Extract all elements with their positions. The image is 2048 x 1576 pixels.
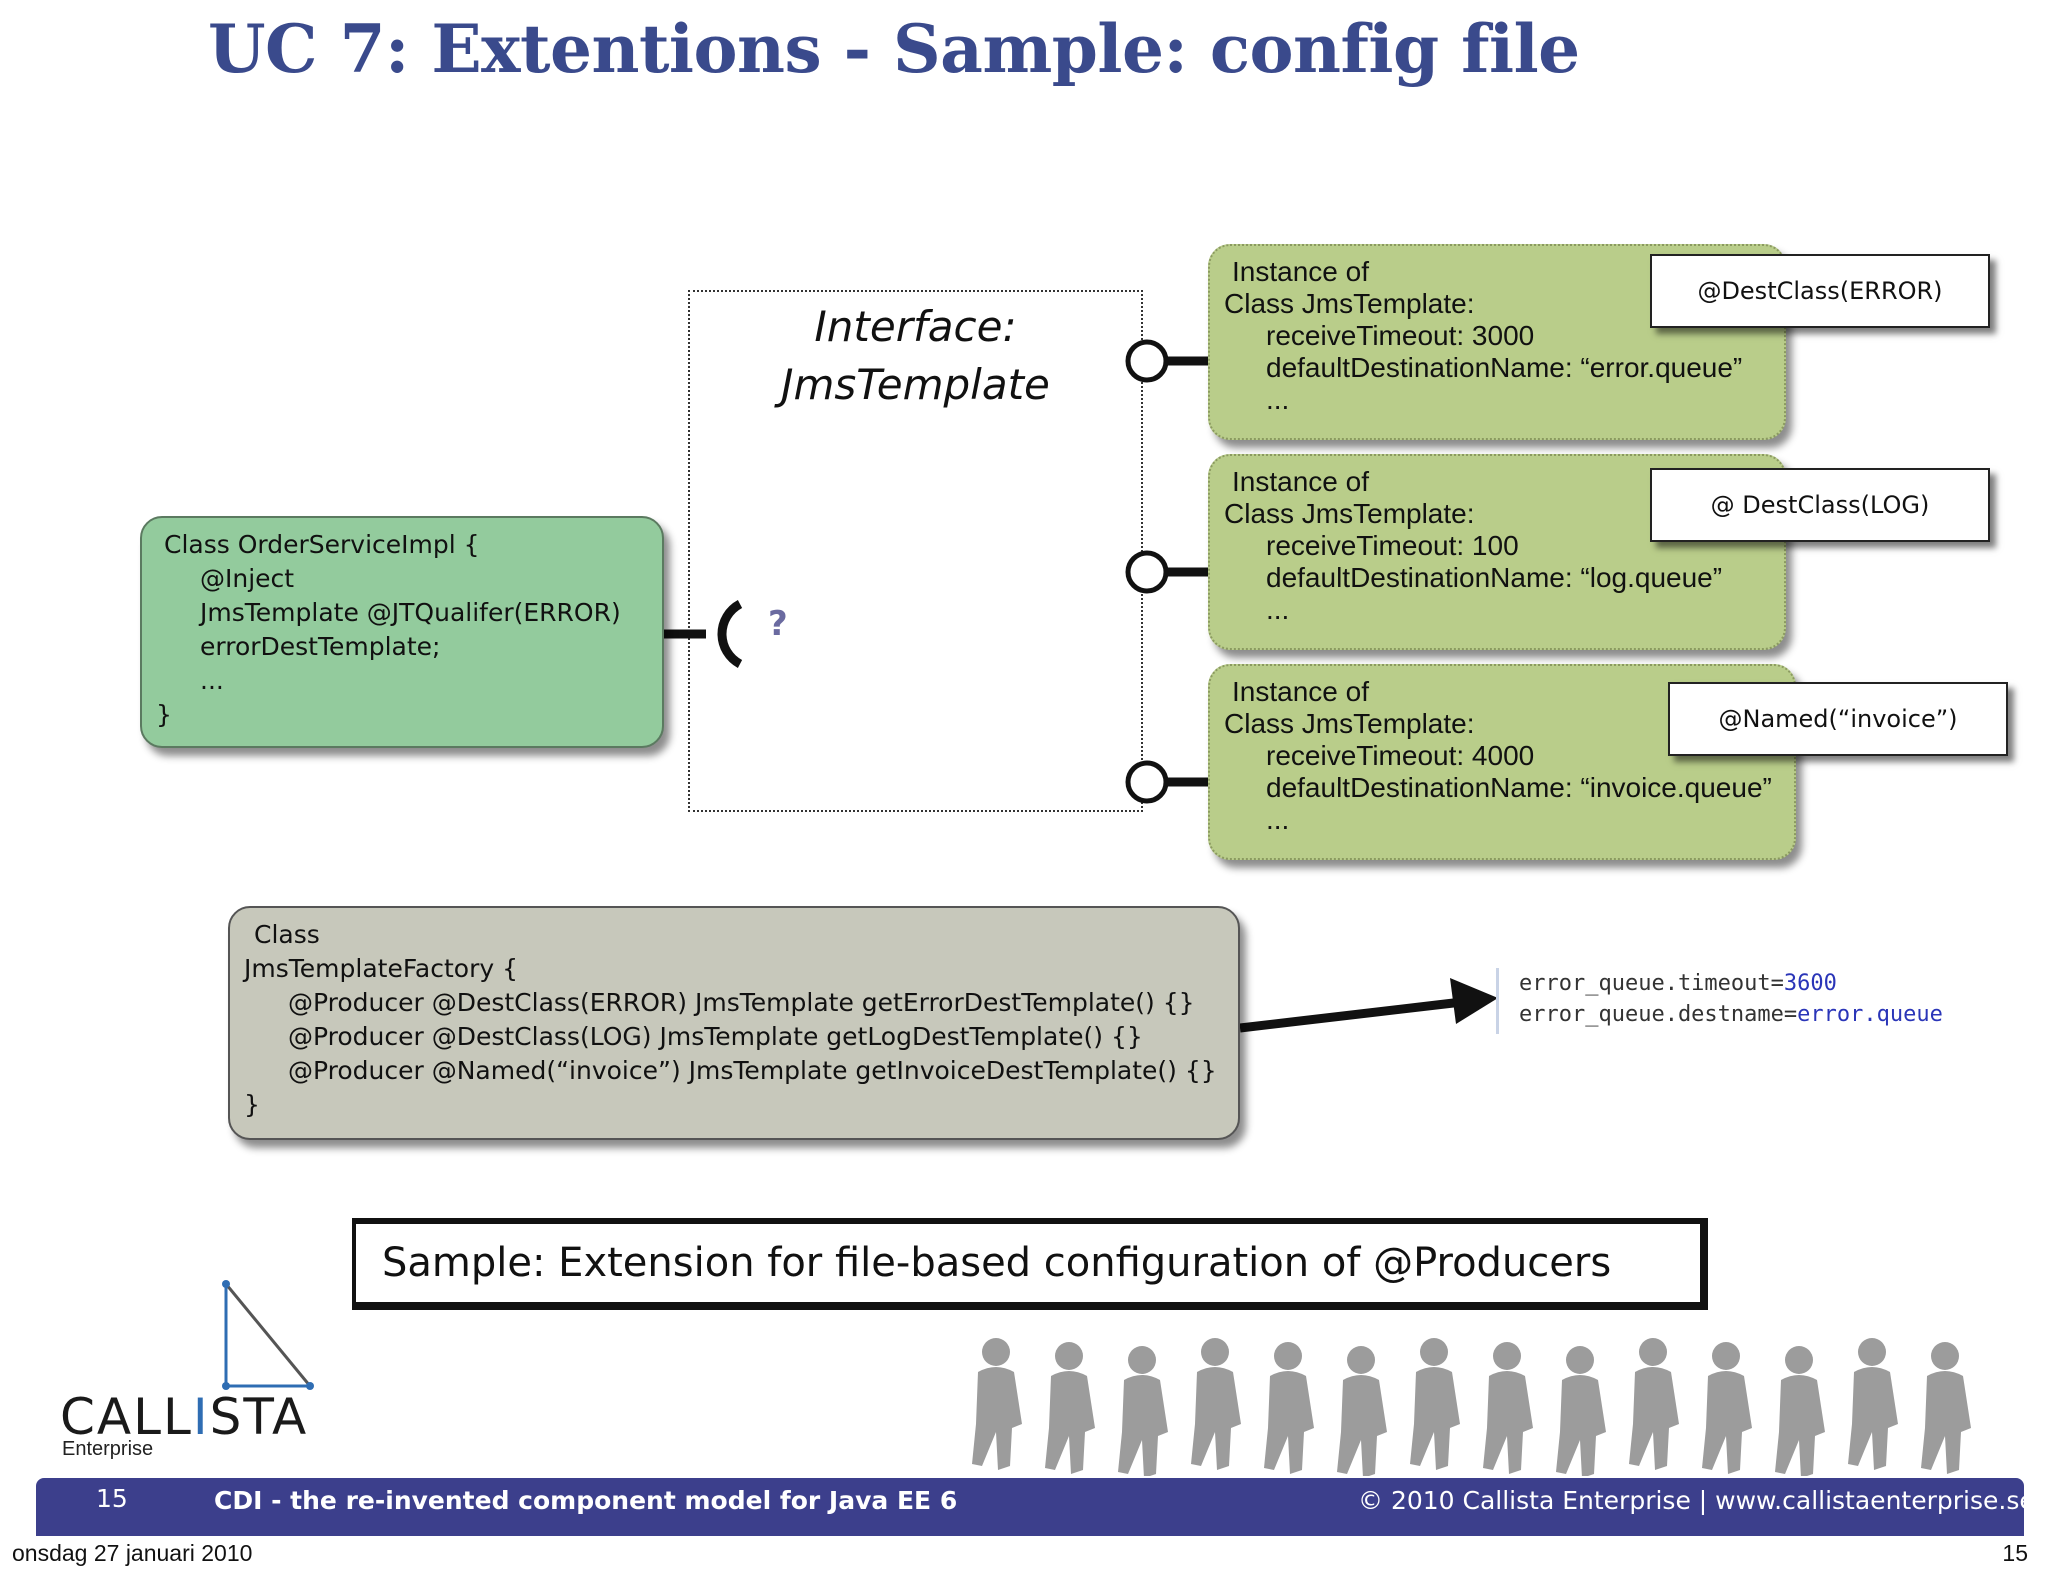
instance-line: ... [1266,804,1290,835]
sample-caption-box: Sample: Extension for file-based configu… [352,1218,1708,1310]
footer-copyright: © 2010 Callista Enterprise | www.callist… [1358,1486,2035,1515]
slide-page-number: 15 [2002,1540,2028,1566]
footer-bar [36,1478,2024,1536]
logo-wordmark: CALLISTA [60,1388,308,1446]
instance-line: ... [1266,384,1290,415]
people-silhouettes-image [972,1338,1971,1476]
silhouette-figure [1337,1346,1387,1476]
instance-line: Instance of [1232,256,1369,287]
factory-line: Class [254,920,320,949]
silhouette-figure [1118,1346,1168,1476]
config-key: error_queue.destname= [1519,1002,1798,1027]
silhouette-figure [1191,1338,1241,1470]
silhouette-figure [1556,1346,1606,1476]
instance-line: Class JmsTemplate: [1224,498,1475,529]
instance-line: receiveTimeout: 100 [1266,530,1519,561]
config-line-timeout: error_queue.timeout=3600 [1519,968,2016,999]
slide-title: UC 7: Extentions - Sample: config file [208,10,1580,88]
arrow-line [1239,997,1463,1033]
silhouette-figure [1775,1346,1825,1476]
instance-line: ... [1266,594,1290,625]
silhouette-figure [1629,1338,1679,1470]
silhouette-figure [1045,1342,1095,1474]
config-line-destname: error_queue.destname=error.queue [1519,999,2016,1030]
instance-line: receiveTimeout: 4000 [1266,740,1535,771]
config-file-snippet: error_queue.timeout=3600 error_queue.des… [1496,968,2016,1034]
silhouette-figure [1483,1342,1533,1474]
order-service-line: errorDestTemplate; [200,632,441,661]
instance-line: Instance of [1232,676,1369,707]
factory-line: } [244,1090,260,1119]
silhouette-figure [1702,1342,1752,1474]
instance-line: defaultDestinationName: “invoice.queue” [1266,772,1772,803]
silhouette-figure [1410,1338,1460,1470]
lollipop-icon-3 [1125,760,1212,804]
arrow-head-icon [1450,978,1498,1024]
instance-line: Class JmsTemplate: [1224,708,1475,739]
order-service-line: @Inject [200,564,295,593]
config-value: 3600 [1783,971,1837,996]
silhouette-figure [972,1338,1022,1470]
silhouette-figure [1848,1338,1898,1470]
sample-caption: Sample: Extension for file-based configu… [382,1240,1612,1286]
interface-box [688,290,1143,812]
factory-line: @Producer @Named(“invoice”) JmsTemplate … [288,1056,1217,1085]
slide-date: onsdag 27 januari 2010 [12,1540,253,1566]
order-service-box: Class OrderServiceImpl { @Inject JmsTemp… [140,516,664,748]
silhouette-figure [1921,1342,1971,1474]
instance-line: defaultDestinationName: “log.queue” [1266,562,1723,593]
logo-text-part: STA [209,1388,309,1446]
order-service-line: } [156,700,172,729]
lollipop-icon-2 [1125,550,1212,594]
config-key: error_queue.timeout= [1519,971,1784,996]
order-service-line: JmsTemplate @JTQualifer(ERROR) [200,598,621,627]
qualifier-tag-log: @ DestClass(LOG) [1650,468,1990,542]
logo-text-part: CALL [60,1388,193,1446]
callista-logo-icon [222,1280,314,1390]
interface-name: JmsTemplate [781,360,1050,409]
factory-line: @Producer @DestClass(ERROR) JmsTemplate … [288,988,1195,1017]
interface-label: Interface: [814,302,1017,351]
qualifier-tag-invoice: @Named(“invoice”) [1668,682,2008,756]
qualifier-tag-error: @DestClass(ERROR) [1650,254,1990,328]
factory-line: JmsTemplateFactory { [244,954,518,983]
factory-box: Class JmsTemplateFactory { @Producer @De… [228,906,1240,1140]
interface-title: Interface: JmsTemplate [688,298,1143,414]
instance-line: receiveTimeout: 3000 [1266,320,1535,351]
logo-text-accent: I [192,1388,210,1446]
order-service-line: ... [200,666,224,695]
logo-subtitle: Enterprise [62,1438,154,1460]
lollipop-icon-1 [1125,339,1212,383]
config-value: error.queue [1797,1002,1943,1027]
footer-page-number: 15 [96,1484,128,1513]
socket-icon [717,600,743,668]
instance-line: Class JmsTemplate: [1224,288,1475,319]
factory-line: @Producer @DestClass(LOG) JmsTemplate ge… [288,1022,1143,1051]
silhouette-figure [1264,1342,1314,1474]
order-service-line: Class OrderServiceImpl { [164,530,480,559]
instance-line: Instance of [1232,466,1369,497]
footer-course-title: CDI - the re-invented component model fo… [214,1486,958,1515]
instance-line: defaultDestinationName: “error.queue” [1266,352,1743,383]
question-mark: ? [768,604,788,644]
